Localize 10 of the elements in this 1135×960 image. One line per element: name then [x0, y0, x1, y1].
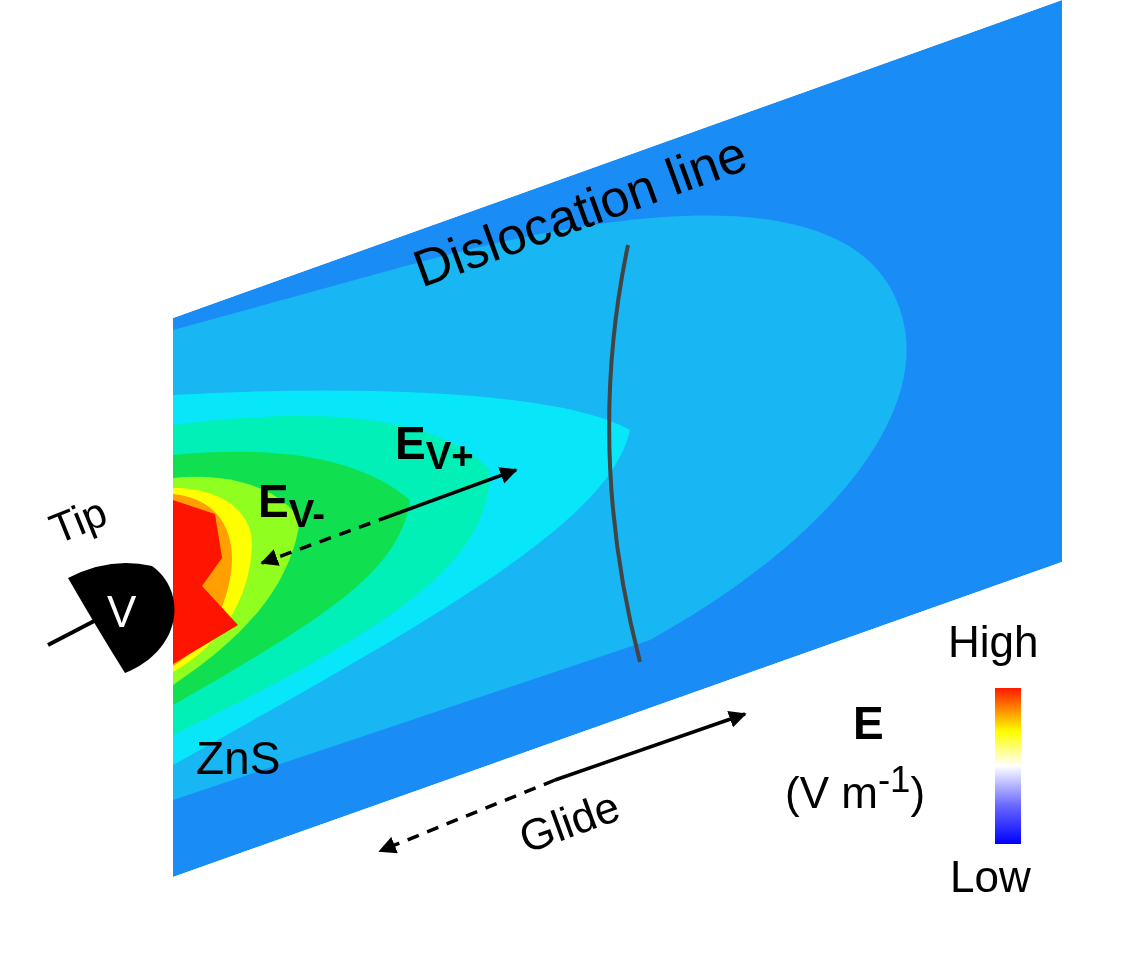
- field-symbol: E: [853, 700, 884, 746]
- scale-high-label: High: [948, 620, 1039, 664]
- scale-low-label: Low: [950, 855, 1031, 899]
- unit-label: (V m$^{-1}$): [785, 762, 926, 815]
- voltage-label: V: [107, 590, 137, 634]
- field-label: E$_{V+}$: [395, 420, 474, 476]
- glide-label: Glide: [513, 783, 626, 861]
- field-label: E$_{V-}$: [258, 478, 325, 534]
- tip-label: Tip: [44, 490, 113, 552]
- material-label: ZnS: [196, 735, 281, 781]
